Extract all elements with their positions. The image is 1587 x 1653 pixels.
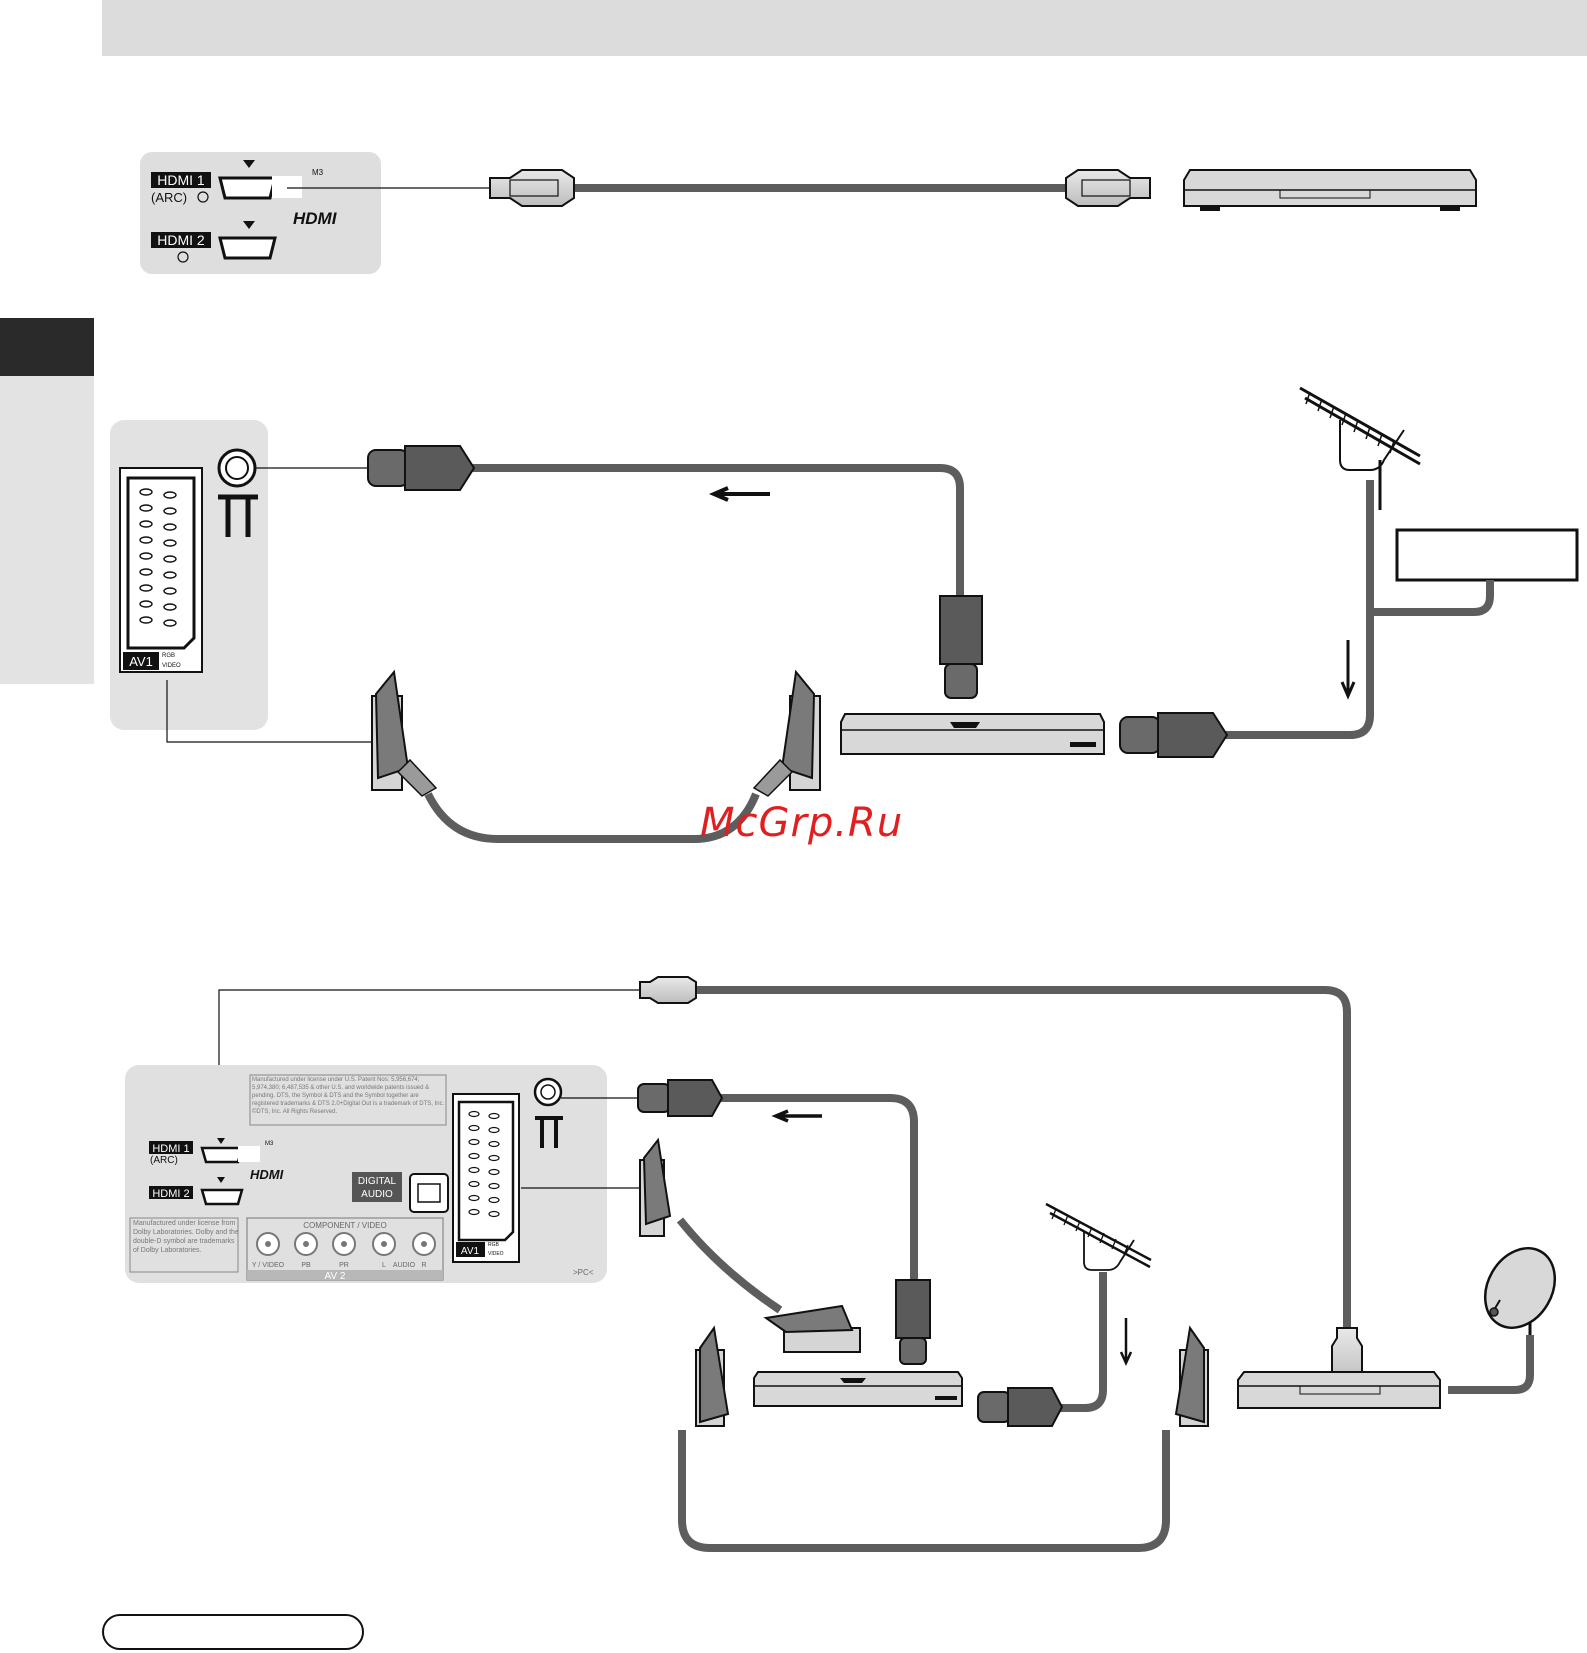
scart-plug-icon (763, 1304, 861, 1353)
arrow-icon (708, 486, 770, 502)
hdmi-connector-icon (1065, 169, 1151, 207)
svg-text:AUDIO: AUDIO (361, 1189, 393, 1200)
av2-label: AV 2 (325, 1271, 346, 1282)
aerial-plug-icon (1119, 712, 1229, 758)
dolby-license-text: Manufactured under license from Dolby La… (133, 1220, 239, 1254)
hdmi-cable (489, 169, 1151, 207)
pc-label: >PC< (573, 1268, 594, 1277)
dts-license-text: Manufactured under license under U.S. Pa… (252, 1077, 445, 1115)
aerial-plug-icon (367, 445, 476, 491)
hdmi2-label: HDMI 2 (157, 232, 205, 248)
input-icon (197, 191, 209, 203)
aerial-plug-icon (895, 1279, 931, 1365)
svg-text:L: L (382, 1262, 386, 1269)
section-tab-active (0, 318, 94, 376)
hdmi-logo: HDMI (250, 1167, 284, 1182)
arrow-icon (1119, 1318, 1133, 1367)
note-pill (102, 1614, 364, 1650)
digital-audio-label: DIGITAL (358, 1176, 397, 1187)
aerial-plug-icon (977, 1387, 1064, 1427)
hdmi-connector-icon (639, 976, 697, 1004)
bottom-panel: Manufactured under license under U.S. Pa… (125, 1065, 607, 1283)
hdmi1-arc-label: (ARC) (151, 190, 187, 205)
hdmi1-label: HDMI 1 (157, 172, 205, 188)
hdmi1-label: HDMI 1 (152, 1143, 189, 1155)
scart-plug-icon (695, 1325, 730, 1427)
svg-text:RGB: RGB (488, 1242, 500, 1248)
header-bar (102, 0, 1587, 56)
recorder-icon (840, 713, 1105, 755)
svg-text:PB: PB (301, 1262, 311, 1269)
scart-plug-icon (752, 669, 821, 797)
hdmi-port-icon (218, 236, 277, 260)
recorder-icon (753, 1371, 963, 1407)
svg-text:PR: PR (339, 1262, 349, 1269)
svg-text:VIDEO: VIDEO (488, 1251, 504, 1257)
aerial-plug-icon (939, 595, 983, 699)
aerial-symbol-icon (218, 494, 258, 537)
av1-panel: AV1 RGB VIDEO (110, 420, 268, 730)
hdmi2-label: HDMI 2 (152, 1188, 189, 1200)
aerial-symbol-icon (535, 1116, 563, 1148)
svg-text:R: R (421, 1262, 426, 1269)
hdmi-port-icon (218, 176, 277, 200)
port-marker-icon (243, 160, 255, 168)
antenna-icon (1299, 386, 1421, 510)
section-tab-rail (0, 376, 94, 684)
component-label: COMPONENT / VIDEO (303, 1221, 386, 1230)
m3-label: M3 (265, 1141, 274, 1147)
hdmi1-arc-label: (ARC) (150, 1155, 178, 1166)
scart-plug-icon (639, 1137, 672, 1237)
antenna-icon (1045, 1202, 1152, 1271)
recorder-icon (1183, 169, 1477, 211)
booster-box (1395, 528, 1579, 582)
hdmi-connector-icon (489, 169, 575, 207)
svg-text:AUDIO: AUDIO (393, 1262, 416, 1269)
input-icon (177, 251, 189, 263)
aerial-plug-icon (637, 1079, 724, 1117)
watermark: McGrp.Ru (700, 800, 904, 846)
satellite-dish-icon (1483, 1247, 1557, 1340)
hdmi-port-icon (200, 1146, 244, 1164)
m3-label: M3 (312, 168, 324, 177)
hdmi-panel-top: HDMI 1 (ARC) HDMI 2 M3 HDMI (140, 152, 381, 274)
svg-text:Y / VIDEO: Y / VIDEO (252, 1262, 285, 1269)
scart-plug-icon (1174, 1325, 1209, 1427)
video-label: VIDEO (162, 663, 181, 669)
arrow-icon (1340, 640, 1356, 700)
av1-label: AV1 (461, 1246, 480, 1257)
scart-plug-icon (371, 669, 438, 797)
arrow-icon (771, 1109, 822, 1123)
av1-label: AV1 (129, 654, 153, 669)
hdmi-logo: HDMI (293, 209, 338, 228)
hdmi-port-icon (200, 1188, 244, 1206)
set-top-box-icon (1237, 1371, 1441, 1409)
rgb-label: RGB (162, 653, 175, 659)
port-marker-icon (243, 221, 255, 229)
